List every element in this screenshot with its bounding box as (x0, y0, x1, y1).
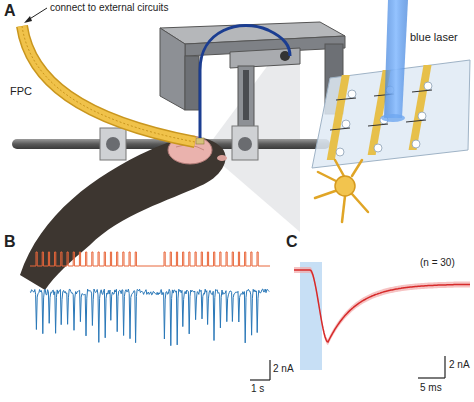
stereotaxic-frame (160, 22, 345, 128)
optical-fiber (200, 26, 290, 138)
scale-bar (418, 356, 445, 378)
annotation: connect to external circuits (50, 3, 168, 13)
panel-letter: B (4, 234, 16, 250)
scale-label: 5 ms (420, 383, 442, 393)
panel-letter: A (4, 3, 16, 19)
part-name: blue laser (410, 32, 458, 43)
panel-letter: C (286, 234, 298, 250)
current-trace (30, 289, 269, 346)
fpc-cable (22, 26, 195, 142)
mouse (20, 136, 227, 290)
part-name: FPC (10, 86, 32, 97)
light-window (300, 262, 322, 370)
sample-count: (n = 30) (420, 258, 455, 268)
scale-label: 2 nA (273, 364, 294, 374)
neuron (315, 160, 368, 222)
stimulus-pulses (30, 252, 270, 266)
scale-bar (250, 360, 270, 380)
mean-trace (294, 270, 470, 342)
laser-beam (384, 0, 408, 118)
scale-label: 2 nA (449, 360, 470, 370)
scale-label: 1 s (251, 384, 264, 394)
pointer-arrow (24, 8, 47, 23)
error-band (294, 267, 470, 345)
laser-spot (381, 114, 405, 122)
